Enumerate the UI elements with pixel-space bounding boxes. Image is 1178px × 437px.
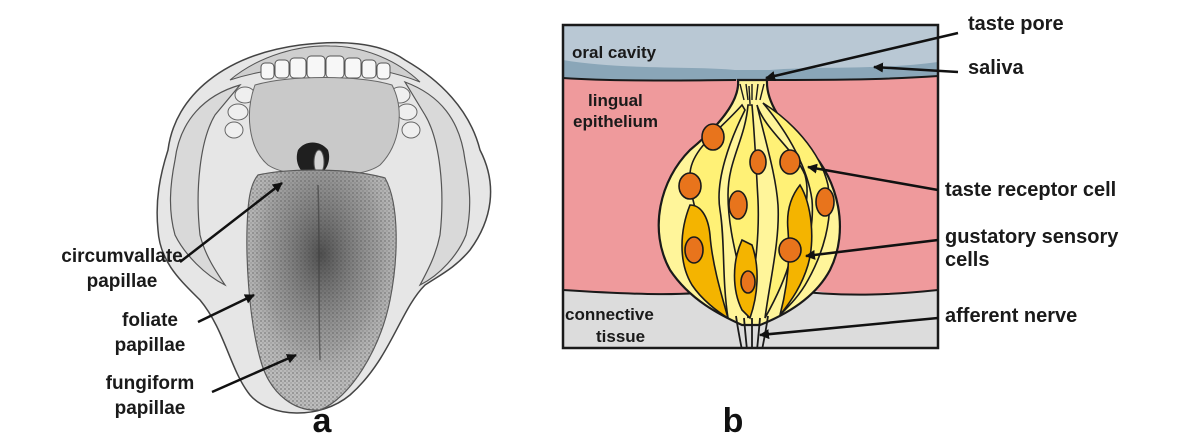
label-afferent-nerve: afferent nerve	[945, 305, 1077, 327]
nucleus	[780, 150, 800, 174]
label-lingual-line1: lingual	[588, 91, 643, 110]
label-gustatory-line1: gustatory sensory	[945, 226, 1119, 248]
label-oral-cavity: oral cavity	[572, 43, 657, 62]
label-connective-line1: connective	[565, 305, 654, 324]
label-foliate-line1: foliate	[122, 310, 178, 331]
nucleus	[750, 150, 766, 174]
label-circumvallate-line2: papillae	[87, 271, 158, 292]
label-connective-line2: tissue	[596, 327, 645, 346]
label-fungiform-line2: papillae	[115, 398, 186, 419]
nucleus	[741, 271, 755, 293]
label-saliva: saliva	[968, 57, 1024, 79]
label-gustatory-line2: cells	[945, 249, 989, 271]
nucleus	[679, 173, 701, 199]
taste-bud-diagram: oral cavity lingual epithelium connectiv…	[563, 13, 1119, 437]
nucleus	[685, 237, 703, 263]
label-taste-receptor-cell: taste receptor cell	[945, 179, 1116, 201]
nucleus	[702, 124, 724, 150]
label-foliate-line2: papillae	[115, 335, 186, 356]
label-taste-pore: taste pore	[968, 13, 1064, 35]
tongue-shading	[247, 170, 396, 410]
mouth-illustration	[157, 43, 490, 413]
panel-a-letter: a	[313, 402, 333, 437]
nucleus	[779, 238, 801, 262]
label-circumvallate-line1: circumvallate	[61, 246, 182, 267]
label-fungiform-line1: fungiform	[106, 373, 195, 394]
nucleus	[816, 188, 834, 216]
label-lingual-line2: epithelium	[573, 112, 658, 131]
nucleus	[729, 191, 747, 219]
panel-b-letter: b	[723, 402, 744, 437]
